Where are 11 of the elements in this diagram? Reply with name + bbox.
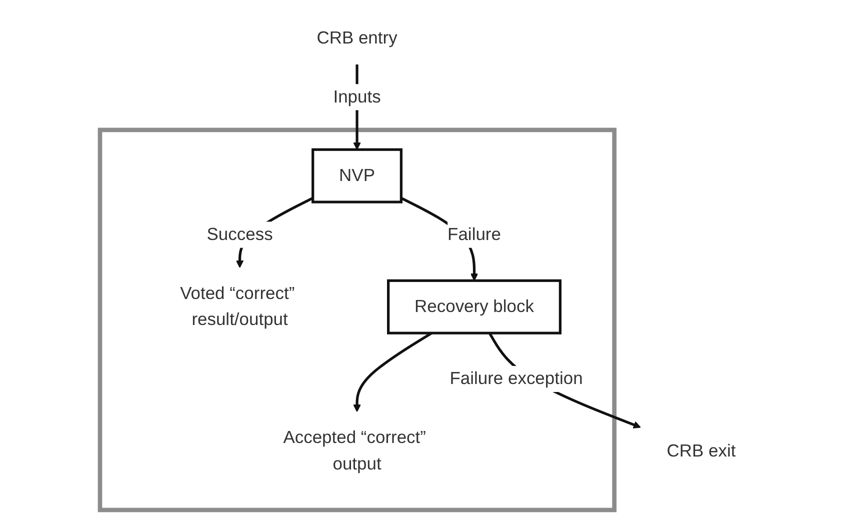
node-text: CRB exit — [666, 441, 736, 461]
node-text: CRB entry — [316, 28, 397, 48]
edge-label: Success — [206, 225, 272, 244]
cluster — [97, 128, 616, 512]
edge-label: Inputs — [332, 88, 380, 107]
node-box: Recovery block — [386, 279, 562, 334]
node-text: Voted “correct” result/output — [180, 284, 294, 330]
edge-label: Failure exception — [449, 369, 582, 389]
edge-label: Failure — [447, 225, 501, 244]
node-box: NVP — [311, 148, 402, 204]
node-text: Accepted “correct” output — [282, 428, 426, 474]
